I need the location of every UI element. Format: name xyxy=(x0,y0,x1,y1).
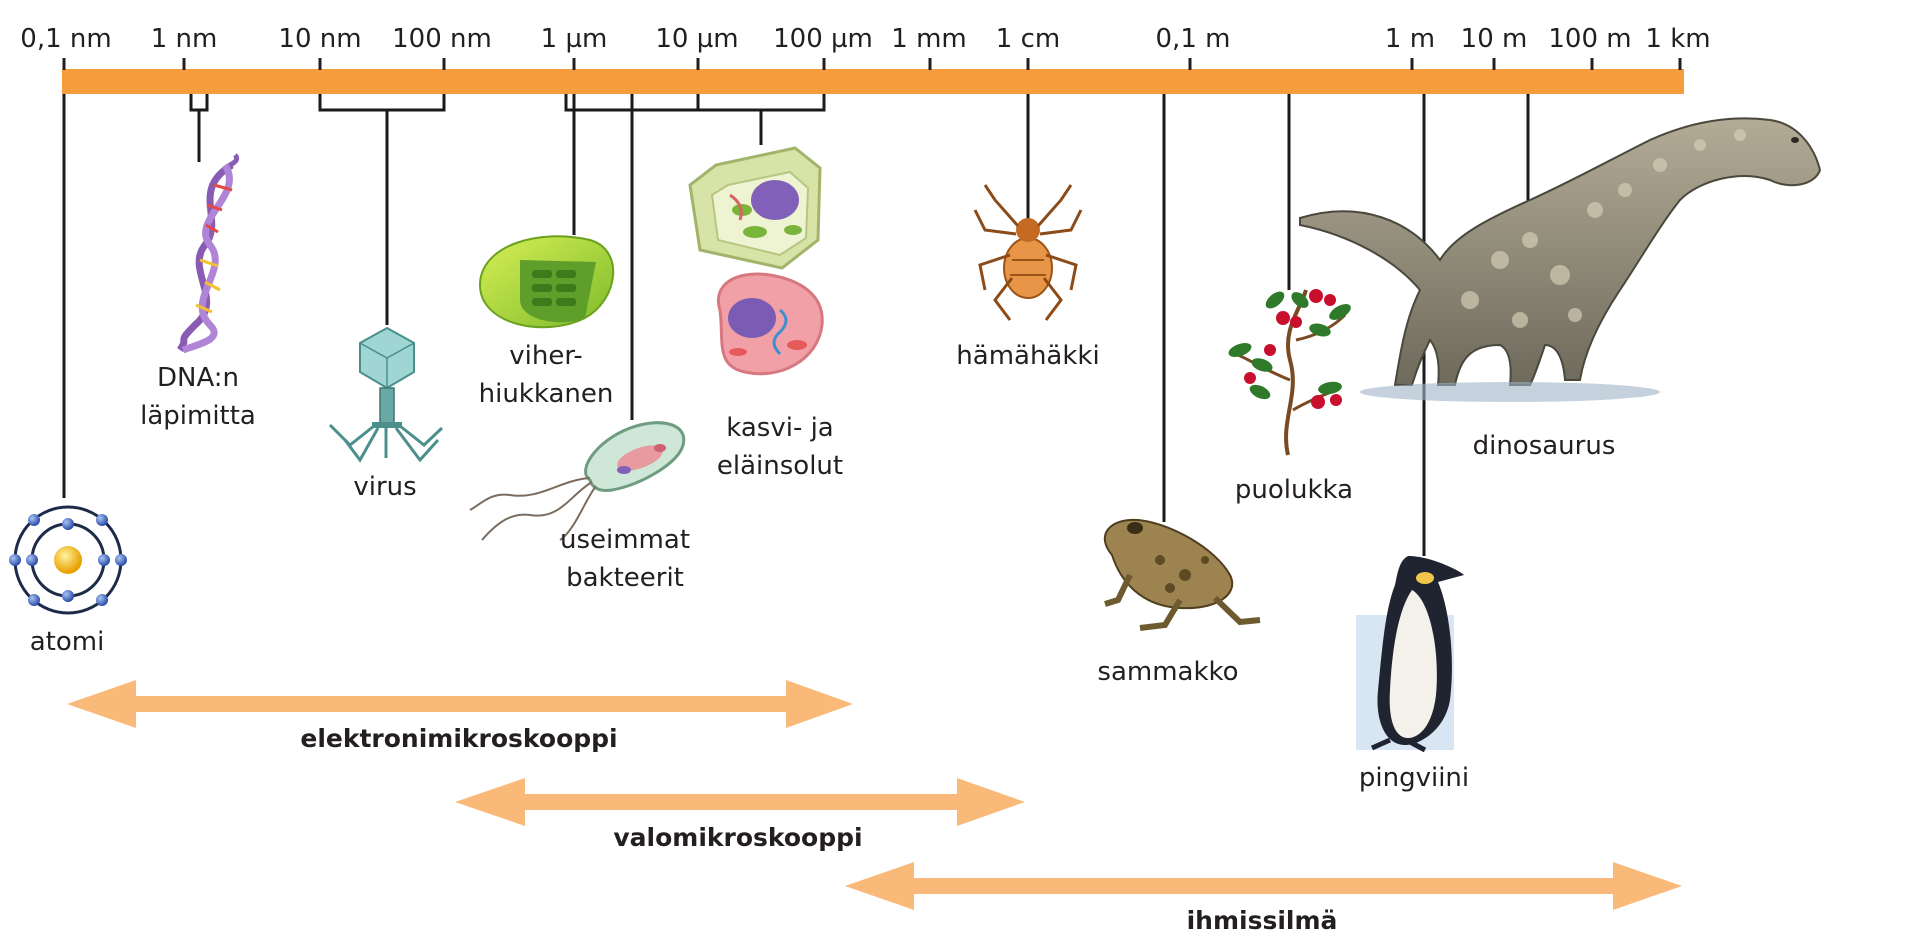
virus-illustration xyxy=(328,326,444,463)
lingonberry-illustration xyxy=(1228,289,1351,456)
label-sammakko: sammakko xyxy=(1097,657,1238,687)
tick-label: 10 nm xyxy=(278,24,361,54)
tick-label: 1 µm xyxy=(541,24,608,54)
label-pingviini: pingviini xyxy=(1359,763,1469,793)
label-dna-line2: läpimitta xyxy=(140,401,256,431)
label-bakteerit-line2: bakteerit xyxy=(566,563,684,593)
tick-label: 1 mm xyxy=(891,24,966,54)
scale-tick-labels: 0,1 nm 1 nm 10 nm 100 nm 1 µm 10 µm 100 … xyxy=(20,24,1710,54)
tick-label: 100 m xyxy=(1548,24,1631,54)
bacterium-illustration xyxy=(469,421,686,541)
atom-illustration xyxy=(9,505,127,615)
range-labels: elektronimikroskooppi valomikroskooppi i… xyxy=(300,724,1337,935)
label-hamahakki: hämähäkki xyxy=(956,341,1099,371)
tick-label: 1 cm xyxy=(996,24,1060,54)
label-ihmissilma: ihmissilmä xyxy=(1187,906,1338,935)
label-virus: virus xyxy=(353,472,416,502)
cells-bracket xyxy=(696,94,826,145)
range-arrow-valomikroskooppi xyxy=(455,778,1025,826)
label-viher-line2: hiukkanen xyxy=(479,379,614,409)
range-arrows xyxy=(67,680,1682,910)
label-dinosaurus: dinosaurus xyxy=(1473,431,1616,461)
tick-label: 10 m xyxy=(1461,24,1528,54)
label-solut-line1: kasvi- ja xyxy=(726,413,834,443)
label-bakteerit-line1: useimmat xyxy=(560,525,690,555)
connector-lines xyxy=(62,94,1530,556)
label-atomi: atomi xyxy=(30,627,105,657)
tick-label: 1 m xyxy=(1385,24,1435,54)
frog-illustration xyxy=(1103,518,1261,631)
item-labels: atomi DNA:n läpimitta virus viher- hiukk… xyxy=(30,341,1616,793)
label-elektronimikroskooppi: elektronimikroskooppi xyxy=(300,724,617,753)
tick-label: 0,1 m xyxy=(1156,24,1231,54)
virus-bracket xyxy=(318,94,446,325)
penguin-illustration xyxy=(1356,556,1464,753)
tick-label: 0,1 nm xyxy=(20,24,111,54)
tick-label: 100 nm xyxy=(392,24,492,54)
label-puolukka: puolukka xyxy=(1235,475,1353,505)
dna-bracket xyxy=(189,94,209,162)
chloroplast-illustration xyxy=(478,235,615,329)
label-viher-line1: viher- xyxy=(509,341,583,371)
range-arrow-elektronimikroskooppi xyxy=(67,680,853,728)
spider-illustration xyxy=(973,184,1083,321)
label-dna-line1: DNA:n xyxy=(157,363,239,393)
scale-bar xyxy=(62,69,1684,94)
tick-label: 100 µm xyxy=(773,24,873,54)
tick-label: 1 km xyxy=(1645,24,1710,54)
tick-label: 10 µm xyxy=(655,24,738,54)
animal-cell-illustration xyxy=(717,272,824,376)
scale-ticks xyxy=(62,58,1682,70)
label-valomikroskooppi: valomikroskooppi xyxy=(613,823,862,852)
range-arrow-ihmissilma xyxy=(845,862,1682,910)
plant-cell-illustration xyxy=(688,146,822,270)
dinosaur-illustration xyxy=(1299,117,1822,402)
dna-illustration xyxy=(177,153,240,354)
label-solut-line2: eläinsolut xyxy=(717,451,843,481)
tick-label: 1 nm xyxy=(151,24,218,54)
